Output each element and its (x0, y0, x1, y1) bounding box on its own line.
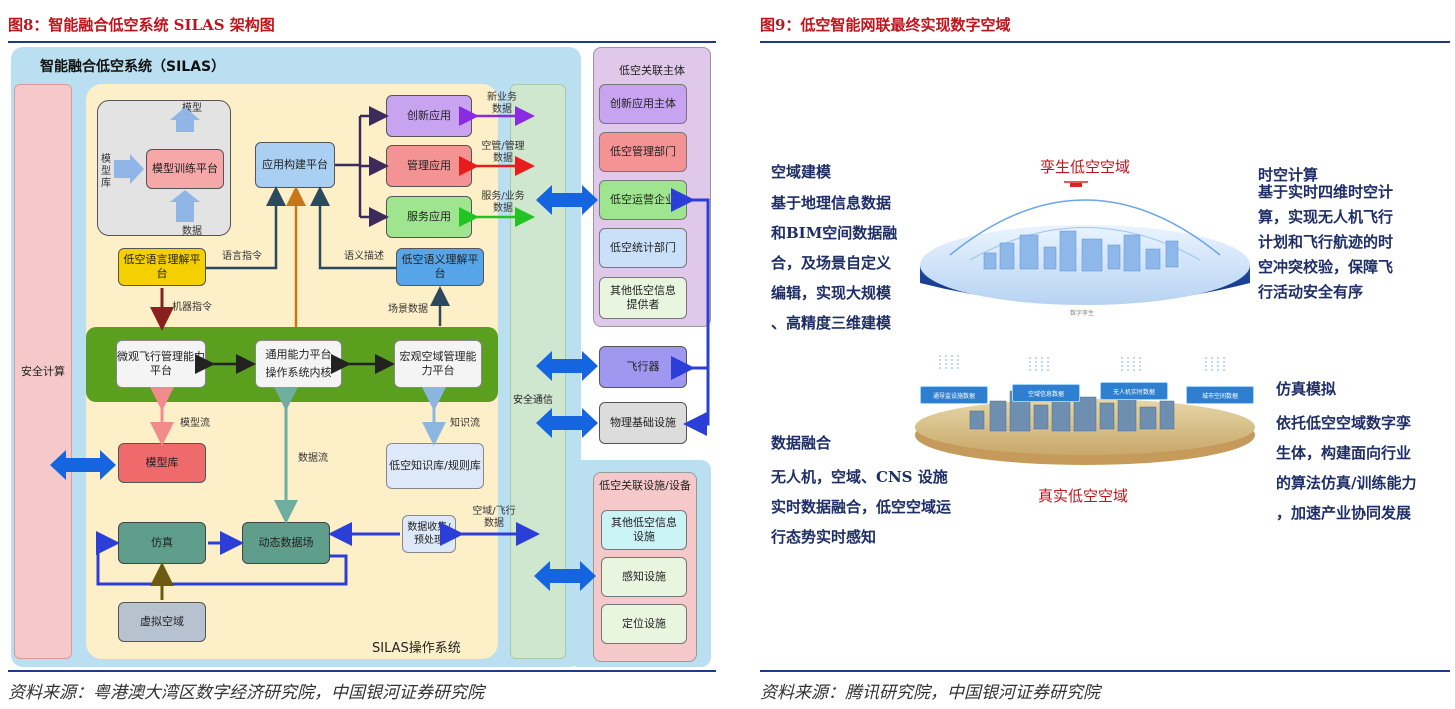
entity-other-info[interactable]: 其他低空信息提供者 (599, 277, 687, 319)
data-flow-label: 数据流 (298, 453, 328, 464)
block-airspace-modeling-body: 基于地理信息数据 和BIM空间数据融 合，及场景自定义 编辑，实现大规模 、高精… (771, 188, 897, 338)
block-line: 实时数据融合，低空空域运 (771, 498, 952, 516)
block-line: 无人机，空域、CNS 设施 (771, 468, 948, 486)
model-lib-label: 模型库 (101, 154, 111, 189)
block-line: 行活动安全有序 (1258, 283, 1364, 301)
service-biz-data-label: 服务/业务数据 (481, 191, 525, 214)
block-line: 计划和飞行航迹的时 (1258, 233, 1394, 251)
block-line: 基于地理信息数据 (771, 194, 892, 212)
app-build-platform[interactable]: 应用构建平台 (255, 142, 335, 188)
security-compute-label: 安全计算 (21, 364, 65, 378)
entities-title: 低空关联主体 (619, 64, 685, 77)
knowledge-store[interactable]: 低空知识库/规则库 (386, 443, 484, 489)
block-simulation-title: 仿真模拟 (1276, 380, 1337, 398)
block-airspace-modeling-title: 空域建模 (771, 163, 832, 181)
tag-cns-data: 通导监设施数据 (920, 386, 988, 404)
aircraft[interactable]: 飞行器 (599, 346, 687, 388)
figure9-title-rule (760, 41, 1450, 43)
scene-data-label: 场景数据 (388, 304, 428, 315)
machine-cmd-label: 机器指令 (172, 302, 212, 313)
facility-other-info[interactable]: 其他低空信息设施 (601, 510, 687, 550)
model-label: 模型 (182, 103, 202, 114)
dynamic-data-field[interactable]: 动态数据场 (242, 522, 330, 564)
block-line: 合，及场景自定义 (771, 254, 892, 272)
virtual-airspace[interactable]: 虚拟空域 (118, 602, 206, 642)
model-flow-label: 模型流 (180, 418, 210, 429)
figure9-source-rule (760, 670, 1450, 672)
security-comm-label: 安全通信 (513, 395, 553, 406)
block-line: 编辑，实现大规模 (771, 284, 892, 302)
block-spacetime-body: 基于实时四维时空计 算，实现无人机飞行 计划和飞行航迹的时 空冲突校验，保障飞 … (1258, 180, 1393, 305)
entity-management[interactable]: 低空管理部门 (599, 132, 687, 172)
model-training-platform[interactable]: 模型训练平台 (146, 149, 224, 189)
data-collection[interactable]: 数据收集/预处理 (402, 515, 456, 553)
general-ability-line2: 操作系统内核 (265, 366, 332, 379)
tag-uav-data: 无人机实时数据 (1100, 382, 1168, 400)
management-app[interactable]: 管理应用 (386, 145, 472, 187)
entity-statistics[interactable]: 低空统计部门 (599, 228, 687, 268)
twin-airspace-label: 孪生低空空域 (1040, 158, 1131, 176)
silas-os-label: SILAS操作系统 (372, 641, 461, 656)
model-store[interactable]: 模型库 (118, 443, 206, 483)
new-biz-data-label: 新业务数据 (487, 92, 517, 115)
airspace-flight-data-label: 空域/飞行数据 (472, 506, 516, 529)
twin-caption: 数字孪生 (1070, 309, 1094, 317)
block-spacetime-title: 时空计算 (1258, 166, 1319, 184)
block-data-fusion-title: 数据融合 (771, 434, 832, 452)
micro-flight-platform[interactable]: 微观飞行管理能力平台 (116, 340, 206, 388)
block-line: 、高精度三维建模 (771, 314, 892, 332)
service-app[interactable]: 服务应用 (386, 196, 472, 238)
block-data-fusion-body: 无人机，空域、CNS 设施 实时数据融合，低空空域运 行态势实时感知 (771, 462, 951, 552)
tag-city-data: 城市空间数据 (1186, 386, 1254, 404)
physical-infra[interactable]: 物理基础设施 (599, 402, 687, 444)
figure9-source: 资料来源：腾讯研究院，中国银河证券研究院 (760, 683, 1100, 703)
block-line: 基于实时四维时空计 (1258, 183, 1394, 201)
facility-positioning[interactable]: 定位设施 (601, 604, 687, 644)
block-line: 生体，构建面向行业 (1276, 444, 1412, 462)
data-label: 数据 (182, 226, 202, 237)
security-comm-column (510, 84, 566, 659)
block-line: 行态势实时感知 (771, 528, 877, 546)
block-line: 的算法仿真/训练能力 (1276, 474, 1417, 492)
digital-airspace-illustration: 数字孪生 (915, 181, 1255, 465)
figure8-title: 图8：智能融合低空系统 SILAS 架构图 (8, 16, 275, 34)
figure8-source-rule (8, 670, 716, 672)
block-line: ，加速产业协同发展 (1276, 504, 1412, 522)
language-cmd-label: 语言指令 (222, 251, 262, 262)
semantic-desc-label: 语义描述 (344, 251, 384, 262)
figure8-source: 资料来源：粤港澳大湾区数字经济研究院，中国银河证券研究院 (8, 683, 484, 703)
general-ability-line1: 通用能力平台 (265, 348, 332, 361)
system-title: 智能融合低空系统（SILAS） (40, 59, 226, 75)
block-line: 依托低空空域数字孪 (1276, 414, 1412, 432)
entity-operation[interactable]: 低空运营企业 (599, 180, 687, 220)
innovation-app[interactable]: 创新应用 (386, 95, 472, 137)
facility-sensing[interactable]: 感知设施 (601, 557, 687, 597)
block-simulation-body: 依托低空空域数字孪 生体，构建面向行业 的算法仿真/训练能力 ，加速产业协同发展 (1276, 408, 1416, 528)
low-altitude-semantic-platform[interactable]: 低空语义理解平台 (396, 248, 484, 286)
security-compute-column: 安全计算 (14, 84, 72, 659)
real-airspace-label: 真实低空空域 (1038, 487, 1129, 505)
figure9-title: 图9：低空智能网联最终实现数字空域 (760, 16, 1011, 34)
knowledge-flow-label: 知识流 (450, 418, 480, 429)
entity-innovation[interactable]: 创新应用主体 (599, 84, 687, 124)
airspace-mgmt-data-label: 空管/管理数据 (481, 141, 525, 164)
tag-airspace-data: 空域信息数据 (1012, 384, 1080, 402)
block-line: 和BIM空间数据融 (771, 224, 898, 242)
macro-airspace-platform[interactable]: 宏观空域管理能力平台 (394, 340, 482, 388)
facilities-title: 低空关联设施/设备 (599, 479, 691, 492)
block-line: 空冲突校验，保障飞 (1258, 258, 1394, 276)
block-line: 算，实现无人机飞行 (1258, 208, 1394, 226)
simulation[interactable]: 仿真 (118, 522, 206, 564)
general-ability-platform[interactable]: 通用能力平台 操作系统内核 (255, 340, 342, 388)
low-altitude-language-platform[interactable]: 低空语言理解平台 (118, 248, 206, 286)
figure8-title-rule (8, 41, 716, 43)
